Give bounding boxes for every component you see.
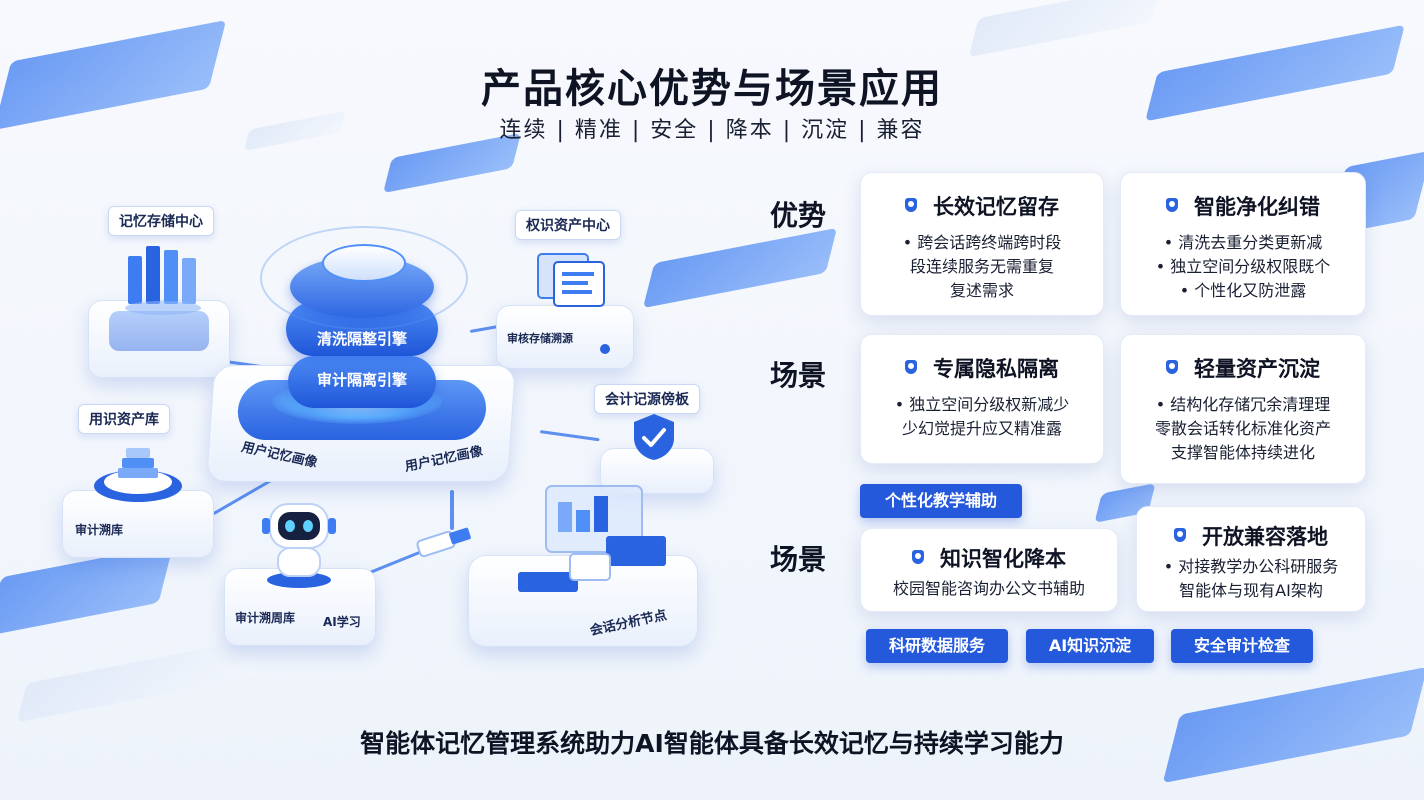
row-label-advantage: 优势 xyxy=(770,199,827,232)
chip-ai-knowledge[interactable]: AI知识沉淀 xyxy=(1026,629,1154,663)
shield-icon xyxy=(1174,528,1186,542)
card-title-text: 长效记忆留存 xyxy=(933,195,1059,219)
session-node-label: 会话分析节点 xyxy=(588,608,669,639)
card-title-text: 智能净化纠错 xyxy=(1194,195,1320,219)
card-title: 专属隐私隔离 xyxy=(861,353,1103,383)
knowledge-base-label: 审计溯库 xyxy=(75,523,124,537)
row-label-scenario-1: 场景 xyxy=(770,359,827,392)
page-title: 产品核心优势与场景应用 xyxy=(481,66,943,112)
decor-tile xyxy=(16,637,264,723)
connector-line xyxy=(450,490,454,530)
page-subtitle: 连续 | 精准 | 安全 | 降本 | 沉淀 | 兼容 xyxy=(499,118,925,143)
shield-icon xyxy=(1166,360,1178,374)
rights-asset-platform: 审核存储溯源 xyxy=(496,305,634,369)
decor-tile xyxy=(642,227,838,309)
card-line: 支撑智能体持续进化 xyxy=(1170,443,1315,462)
server-icon xyxy=(125,246,201,315)
card-long-term-memory: 长效记忆留存 • 跨会话跨终端跨时段 段连续服务无需重复 复述需求 xyxy=(860,172,1104,316)
monitor-icon xyxy=(518,485,666,592)
card-line: • 跨会话跨终端跨时段 xyxy=(902,233,1062,252)
shield-icon xyxy=(905,360,917,374)
card-knowledge-cost-reduction: 知识智化降本 校园智能咨询办公文书辅助 xyxy=(860,528,1118,612)
card-smart-cleanup: 智能净化纠错 • 清洗去重分类更新减 • 独立空间分级权限既个 • 个性化又防泄… xyxy=(1120,172,1366,316)
card-line: • 清洗去重分类更新减 xyxy=(1163,233,1323,252)
robot-icon xyxy=(262,503,336,588)
card-line: • 对接教学办公科研服务 xyxy=(1163,557,1339,576)
card-title: 开放兼容落地 xyxy=(1137,521,1365,551)
card-title: 知识智化降本 xyxy=(861,543,1117,573)
card-body: 校园智能咨询办公文书辅助 xyxy=(871,577,1107,601)
checkmark-icon xyxy=(634,414,674,460)
card-body: • 结构化存储冗余清理理 零散会话转化标准化资产 支撑智能体持续进化 xyxy=(1131,393,1355,465)
row-label-scenario-2: 场景 xyxy=(770,543,827,576)
decor-tile xyxy=(968,0,1162,58)
audit-board-label: 会计记源傍板 xyxy=(594,384,700,414)
connector-icon xyxy=(416,527,471,558)
toggle-indicator xyxy=(600,344,610,354)
chip-research-data[interactable]: 科研数据服务 xyxy=(866,629,1008,663)
robot-right-label: AI学习 xyxy=(323,615,361,629)
card-body: • 跨会话跨终端跨时段 段连续服务无需重复 复述需求 xyxy=(871,231,1093,303)
shield-icon xyxy=(912,550,924,564)
card-line: • 个性化又防泄露 xyxy=(1179,281,1307,300)
connector-line xyxy=(539,430,600,442)
card-title: 智能净化纠错 xyxy=(1121,191,1365,221)
memory-storage-platform xyxy=(88,300,230,378)
chip-security-audit[interactable]: 安全审计检查 xyxy=(1171,629,1313,663)
card-title-text: 知识智化降本 xyxy=(940,547,1066,571)
card-line: 校园智能咨询办公文书辅助 xyxy=(892,579,1085,598)
shield-icon xyxy=(1166,198,1178,212)
card-open-compatible: 开放兼容落地 • 对接教学办公科研服务 智能体与现有AI架构 xyxy=(1136,506,1366,612)
chip-personalized-teaching[interactable]: 个性化教学辅助 xyxy=(860,484,1022,518)
shield-icon xyxy=(905,198,917,212)
memory-storage-center-label: 记忆存储中心 xyxy=(108,206,214,236)
card-line: 少幻觉提升应又精准露 xyxy=(901,419,1062,438)
memory-storage-pad xyxy=(109,311,209,351)
document-icon xyxy=(537,253,605,307)
card-line: 智能体与现有AI架构 xyxy=(1179,581,1323,600)
card-title-text: 专属隐私隔离 xyxy=(933,357,1059,381)
card-body: • 对接教学办公科研服务 智能体与现有AI架构 xyxy=(1147,555,1355,603)
card-line: • 独立空间分级权限既个 xyxy=(1155,257,1331,276)
footer-tagline: 智能体记忆管理系统助力AI智能体具备长效记忆与持续学习能力 xyxy=(360,729,1064,758)
core-band-top-label: 清洗隔整引擎 xyxy=(316,330,407,348)
core-band-bottom: 审计隔离引擎 xyxy=(288,356,436,408)
core-base-left-label: 用户记忆画像 xyxy=(239,440,320,471)
card-privacy-isolation: 专属隐私隔离 • 独立空间分级权新减少 少幻觉提升应又精准露 xyxy=(860,334,1104,464)
core-orbit-ring xyxy=(260,226,468,330)
card-line: 复述需求 xyxy=(949,281,1014,300)
core-band-bottom-label: 审计隔离引擎 xyxy=(316,371,407,389)
card-line: • 结构化存储冗余清理理 xyxy=(1155,395,1331,414)
card-line: • 独立空间分级权新减少 xyxy=(894,395,1070,414)
layers-icon xyxy=(94,448,182,502)
card-body: • 清洗去重分类更新减 • 独立空间分级权限既个 • 个性化又防泄露 xyxy=(1131,231,1355,303)
card-title: 轻量资产沉淀 xyxy=(1121,353,1365,383)
card-body: • 独立空间分级权新减少 少幻觉提升应又精准露 xyxy=(871,393,1093,441)
rights-asset-center-label: 权识资产中心 xyxy=(515,210,621,240)
card-title: 长效记忆留存 xyxy=(861,191,1103,221)
rights-base-label: 审核存储溯源 xyxy=(507,332,573,345)
knowledge-library-label: 用识资产库 xyxy=(78,404,170,434)
card-line: 段连续服务无需重复 xyxy=(909,257,1054,276)
card-title-text: 轻量资产沉淀 xyxy=(1194,357,1320,381)
card-asset-accumulation: 轻量资产沉淀 • 结构化存储冗余清理理 零散会话转化标准化资产 支撑智能体持续进… xyxy=(1120,334,1366,484)
card-line: 零散会话转化标准化资产 xyxy=(1154,419,1331,438)
core-base-right-label: 用户记忆画像 xyxy=(404,444,484,475)
robot-left-label: 审计溯周库 xyxy=(235,611,296,625)
card-title-text: 开放兼容落地 xyxy=(1202,525,1328,549)
